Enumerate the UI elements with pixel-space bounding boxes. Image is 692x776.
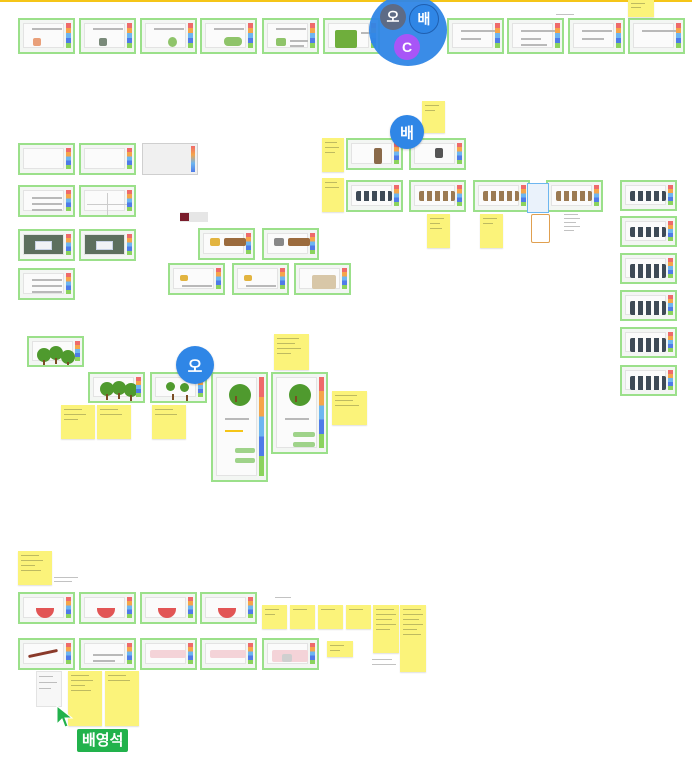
slide-frame[interactable] <box>568 18 625 54</box>
slide-frame[interactable] <box>473 180 530 212</box>
slide-frame[interactable] <box>620 365 677 396</box>
slide-frame[interactable] <box>140 638 197 670</box>
sticky-note[interactable] <box>346 605 371 629</box>
slide-frame[interactable] <box>140 18 197 54</box>
slide-frame[interactable] <box>198 228 255 260</box>
sticky-note[interactable] <box>400 605 426 672</box>
text-note[interactable] <box>372 657 398 669</box>
slide-frame[interactable] <box>18 143 75 175</box>
text-note[interactable] <box>275 596 293 600</box>
collaborator-avatar[interactable]: 배 <box>390 115 424 149</box>
slide-frame[interactable] <box>79 592 136 624</box>
slide-frame[interactable] <box>88 372 145 403</box>
sticky-note[interactable] <box>274 334 309 370</box>
slide-frame[interactable] <box>18 592 75 624</box>
sticky-note[interactable] <box>18 551 52 585</box>
text-note[interactable] <box>54 575 82 585</box>
slide-frame[interactable] <box>262 638 319 670</box>
slide-frame[interactable] <box>79 185 136 217</box>
slide-frame[interactable] <box>200 18 257 54</box>
slide-frame[interactable] <box>447 18 504 54</box>
slide-frame[interactable] <box>620 327 677 358</box>
sticky-note[interactable] <box>318 605 343 629</box>
slide-frame[interactable] <box>271 372 328 454</box>
slide-frame[interactable] <box>507 18 564 54</box>
sticky-note[interactable] <box>322 138 344 172</box>
clipboard-note[interactable] <box>531 214 550 243</box>
remote-cursor-label: 배영석 <box>77 729 129 752</box>
slide-frame[interactable] <box>18 229 75 261</box>
slide-frame[interactable] <box>211 372 268 482</box>
slide-frame[interactable] <box>262 228 319 260</box>
slide-frame[interactable] <box>200 592 257 624</box>
sticky-note[interactable] <box>105 671 139 726</box>
sticky-note[interactable] <box>332 391 367 425</box>
slide-frame[interactable] <box>262 18 319 54</box>
image-thumbnail[interactable] <box>180 212 208 222</box>
slide-frame[interactable] <box>140 592 197 624</box>
slide-frame[interactable] <box>294 263 351 295</box>
sticky-note[interactable] <box>628 0 654 17</box>
text-note[interactable] <box>36 671 62 707</box>
sticky-note[interactable] <box>290 605 315 629</box>
text-note[interactable] <box>556 12 578 17</box>
sticky-note[interactable] <box>61 405 95 439</box>
slide-frame[interactable] <box>150 372 207 403</box>
collaborator-avatar[interactable]: 배 <box>409 4 439 34</box>
sticky-note[interactable] <box>97 405 131 439</box>
slide-frame[interactable] <box>18 638 75 670</box>
slide-frame[interactable] <box>79 143 136 175</box>
slide-frame[interactable] <box>18 268 75 300</box>
slide-frame[interactable] <box>620 253 677 284</box>
slide-frame-draft[interactable] <box>527 183 549 213</box>
slide-frame[interactable] <box>628 18 685 54</box>
slide-frame[interactable] <box>79 229 136 261</box>
slide-frame[interactable] <box>27 336 84 367</box>
slide-frame[interactable] <box>409 180 466 212</box>
slide-frame[interactable] <box>620 216 677 247</box>
sticky-note[interactable] <box>480 214 503 248</box>
slide-frame[interactable] <box>546 180 603 212</box>
slide-frame[interactable] <box>18 185 75 217</box>
sticky-note[interactable] <box>327 641 353 657</box>
slide-frame[interactable] <box>18 18 75 54</box>
sticky-note[interactable] <box>427 214 450 248</box>
collaborator-avatar[interactable]: C <box>394 34 420 60</box>
slide-frame[interactable] <box>168 263 225 295</box>
sticky-note[interactable] <box>322 178 344 212</box>
sticky-note[interactable] <box>152 405 186 439</box>
slide-frame[interactable] <box>346 180 403 212</box>
board-top-edge <box>0 0 692 2</box>
sticky-note[interactable] <box>68 671 102 726</box>
slide-frame[interactable] <box>79 638 136 670</box>
sticky-note[interactable] <box>422 101 445 133</box>
slide-frame[interactable] <box>620 290 677 321</box>
slide-frame[interactable] <box>620 180 677 211</box>
sticky-note[interactable] <box>373 605 399 653</box>
slide-frame[interactable] <box>79 18 136 54</box>
remote-cursor-icon <box>56 704 74 728</box>
text-note[interactable] <box>564 212 584 234</box>
slide-frame[interactable] <box>232 263 289 295</box>
collaborator-avatar[interactable]: 오 <box>380 4 406 30</box>
slide-frame-draft[interactable] <box>142 143 198 175</box>
sticky-note[interactable] <box>262 605 287 629</box>
collaborator-avatar[interactable]: 오 <box>176 346 214 384</box>
slide-frame[interactable] <box>200 638 257 670</box>
